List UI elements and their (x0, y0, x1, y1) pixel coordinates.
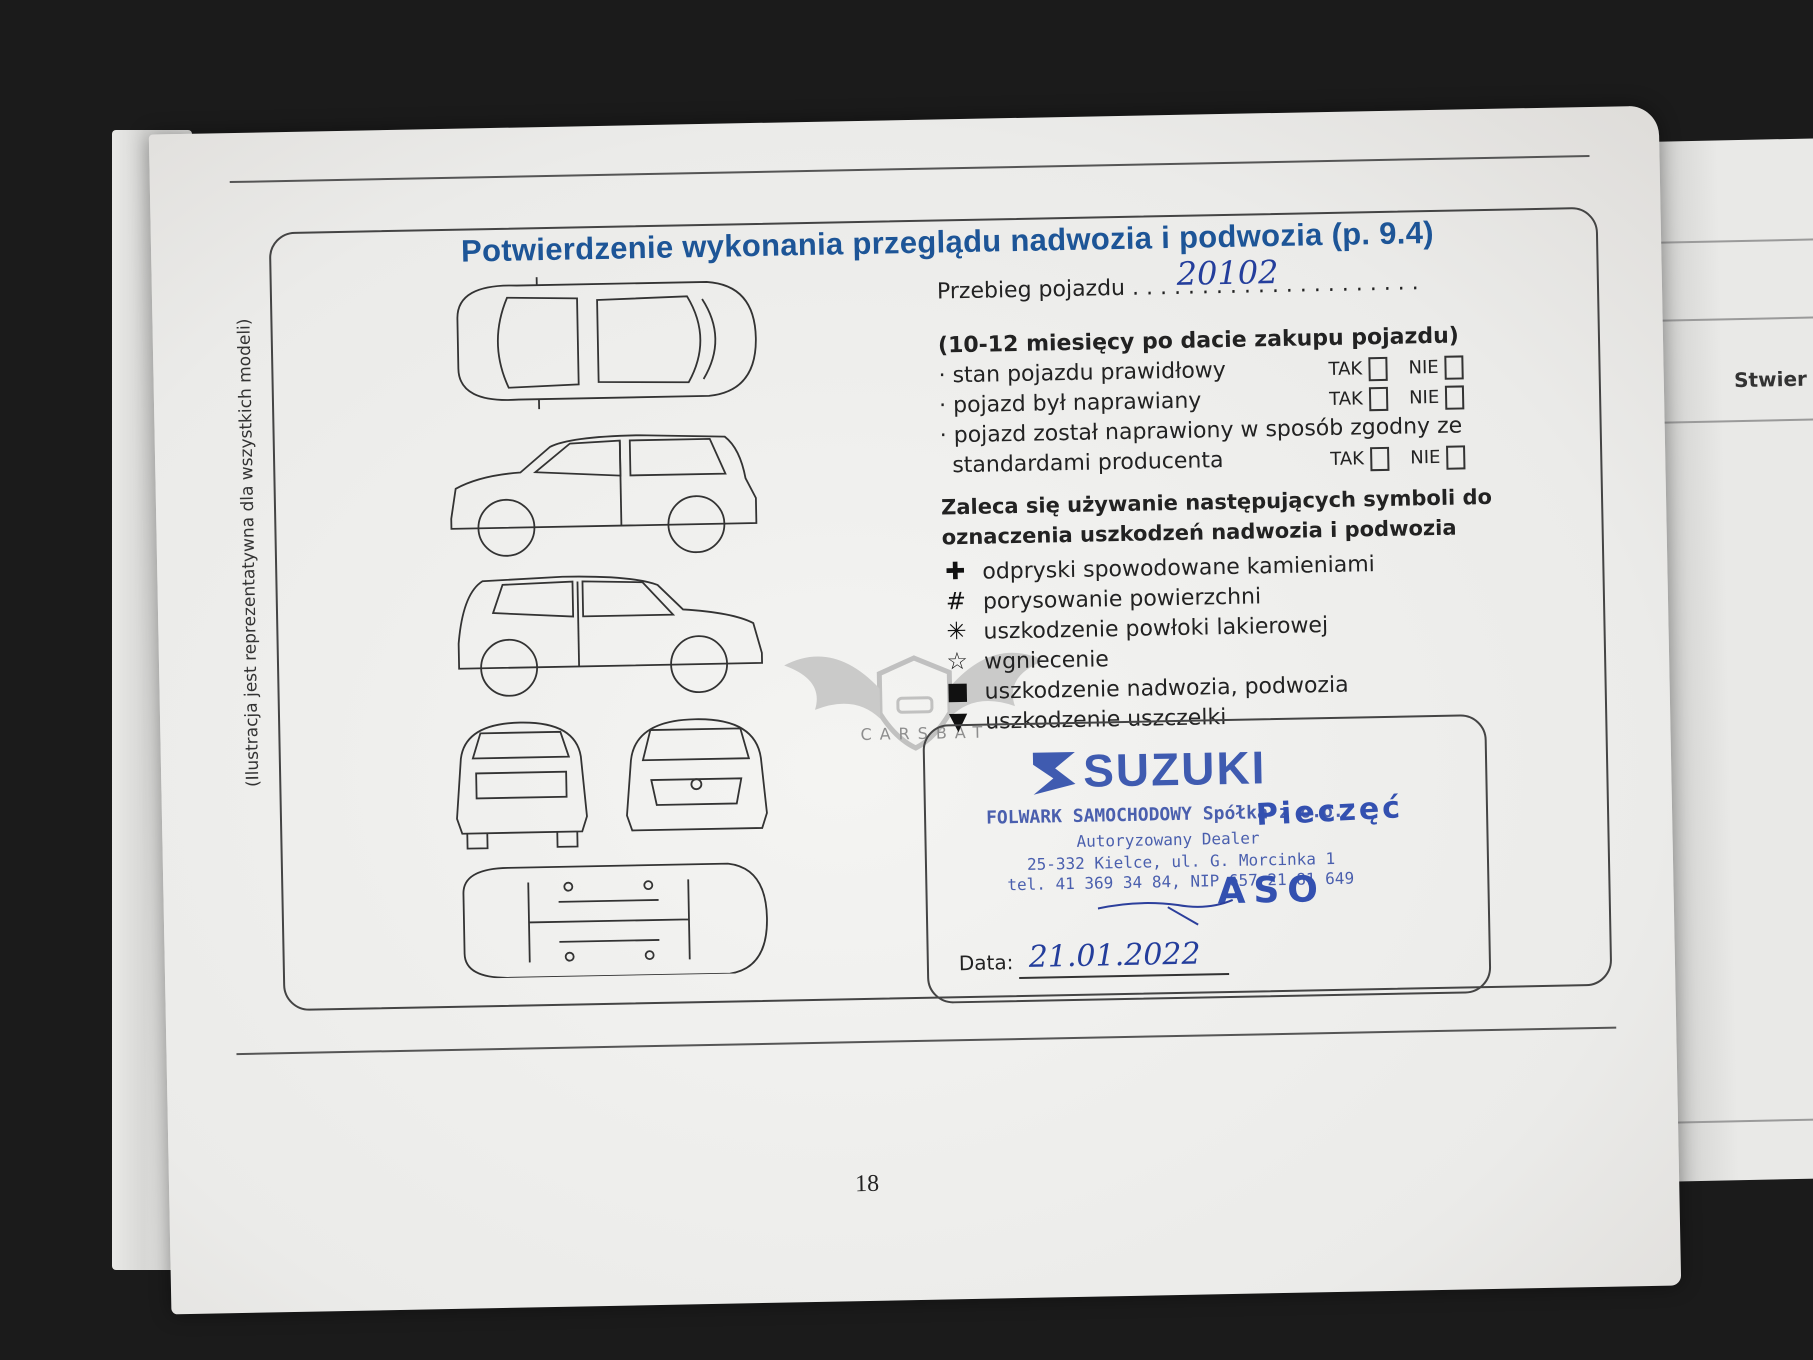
yes-option: TAK (1330, 446, 1390, 472)
next-page-rule (1673, 1118, 1813, 1124)
no-label: NIE (1408, 386, 1440, 409)
filled-square-icon: ■ (946, 676, 970, 706)
plus-icon: ✚ (945, 557, 966, 586)
stamp-label: Pieczęć (1255, 790, 1404, 834)
dealer-stamp: SUZUKI FOLWARK SAMOCHODOWY Spółka z o.o.… (924, 716, 1489, 1002)
next-page-rule (1658, 418, 1813, 424)
manual-page: Potwierdzenie wykonania przeglądu nadwoz… (148, 105, 1682, 1315)
check-label: standardami producenta (952, 448, 1224, 479)
stamp-box: SUZUKI FOLWARK SAMOCHODOWY Spółka z o.o.… (922, 714, 1492, 1004)
yes-label: TAK (1330, 448, 1365, 470)
inspection-details: Przebieg pojazdu . . . . . . . . . . . .… (937, 253, 1506, 738)
stamp-brand: SUZUKI (1082, 741, 1267, 797)
car-underside (462, 862, 768, 979)
no-checkbox[interactable] (1444, 355, 1464, 380)
yes-option: TAK (1328, 386, 1389, 412)
symbol-label: uszkodzenie powłoki lakierowej (983, 613, 1329, 645)
no-option: NIE (1410, 445, 1466, 470)
check-label: · pojazd był naprawiany (938, 388, 1202, 419)
no-option: NIE (1408, 355, 1464, 380)
stamp-dealer: Autoryzowany Dealer (1076, 828, 1260, 851)
bottom-rule (236, 1026, 1617, 1056)
page-number: 18 (854, 1170, 880, 1198)
hash-icon: # (945, 587, 967, 616)
signature-scribble (1097, 899, 1234, 926)
suzuki-logo-icon (1032, 751, 1076, 795)
date-handwritten: 21.01.2022 (1028, 936, 1201, 975)
top-rule (229, 154, 1590, 184)
no-label: NIE (1410, 446, 1441, 469)
illustration-note: (Ilustracja jest reprezentatywna dla wsz… (234, 318, 264, 788)
car-side-view-right (457, 575, 763, 697)
star-outline-icon: ☆ (946, 646, 969, 676)
yes-checkbox[interactable] (1368, 386, 1389, 412)
yes-checkbox[interactable] (1369, 446, 1390, 472)
check-label: · stan pojazdu prawidłowy (938, 357, 1227, 389)
car-rear-view (456, 721, 588, 850)
asterisk-icon: ✳ (946, 616, 967, 646)
next-page-text: Stwier (1733, 366, 1808, 393)
no-checkbox[interactable] (1445, 385, 1465, 410)
symbol-label: wgniecenie (983, 647, 1110, 675)
next-page-rule (1655, 238, 1813, 244)
symbol-label: porysowanie powierzchni (982, 584, 1262, 615)
yes-option: TAK (1328, 356, 1388, 382)
no-option: NIE (1409, 385, 1465, 410)
date-label: Data: (958, 950, 1014, 976)
yes-label: TAK (1328, 388, 1364, 410)
vehicle-diagrams (450, 275, 768, 979)
next-page-rule (1656, 316, 1813, 322)
no-label: NIE (1408, 356, 1439, 379)
car-side-view-left (450, 434, 758, 557)
mileage-handwritten: 20102 (1176, 252, 1279, 293)
carsbat-watermark-logo (784, 652, 1045, 751)
car-front-view (626, 718, 768, 832)
mileage-row: Przebieg pojazdu . . . . . . . . . . . .… (937, 253, 1498, 326)
no-checkbox[interactable] (1446, 445, 1466, 470)
car-top-view (456, 275, 757, 410)
yes-label: TAK (1328, 358, 1363, 380)
yes-checkbox[interactable] (1368, 356, 1388, 382)
